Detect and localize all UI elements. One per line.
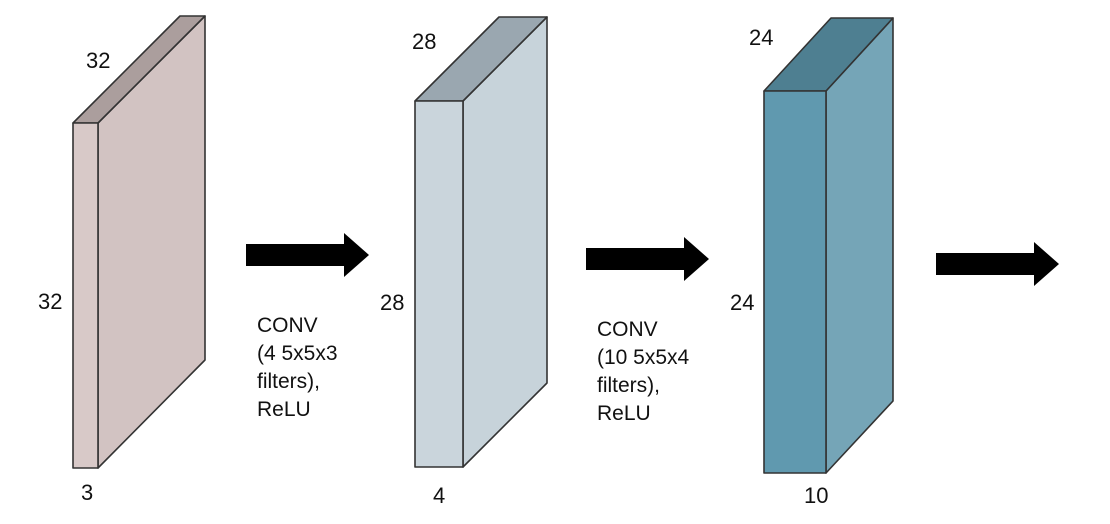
volume-conv2-output-side-face	[825, 17, 894, 474]
operation-conv1-line: filters),	[257, 370, 320, 393]
arrow-right-icon	[936, 242, 1059, 286]
volume-input-depth-label: 3	[81, 480, 93, 505]
volume-conv1-output: 28 28 4	[380, 16, 548, 508]
volume-conv2-output-front-face	[763, 90, 827, 474]
volume-conv1-output-depth-label: 4	[433, 483, 445, 508]
volume-conv1-output-front-face	[414, 100, 464, 468]
volume-conv1-output-width-label: 28	[412, 29, 436, 54]
volume-conv2-output: 24 24 10	[730, 17, 894, 508]
volume-conv1-output-height-label: 28	[380, 290, 404, 315]
operation-conv1-line: ReLU	[257, 398, 311, 421]
operation-conv2-label: CONV (10 5x5x4 filters), ReLU	[597, 316, 689, 428]
operation-conv1-line: (4 5x5x3	[257, 342, 338, 365]
arrow-right-icon	[246, 233, 369, 277]
arrow-right-icon	[586, 237, 709, 281]
volume-input-height-label: 32	[38, 289, 62, 314]
operation-conv2-line: CONV	[597, 318, 658, 341]
operation-conv2-line: ReLU	[597, 402, 651, 425]
operation-conv1-line: CONV	[257, 314, 318, 337]
volume-input-width-label: 32	[86, 48, 110, 73]
volume-input: 32 32 3	[38, 15, 206, 505]
volume-input-front-face	[72, 122, 99, 469]
operation-conv2-line: (10 5x5x4	[597, 346, 690, 369]
operation-conv1-label: CONV (4 5x5x3 filters), ReLU	[257, 312, 338, 424]
volume-conv2-output-depth-label: 10	[804, 483, 828, 508]
volume-conv2-output-width-label: 24	[749, 25, 773, 50]
volume-conv2-output-height-label: 24	[730, 290, 754, 315]
operation-conv2-line: filters),	[597, 374, 660, 397]
